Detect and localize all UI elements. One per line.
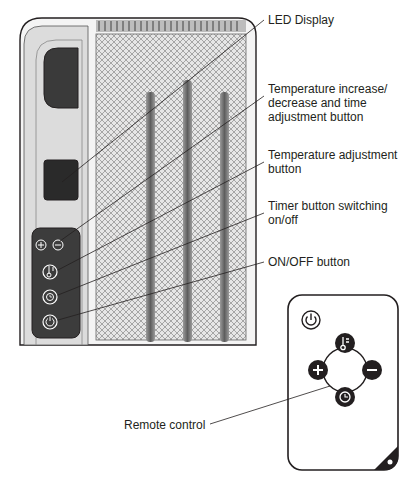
vent-slot	[200, 21, 201, 31]
plus-sign	[313, 365, 323, 375]
ir-window	[388, 460, 393, 465]
part-label: LED Display	[268, 13, 408, 27]
vent-slot	[122, 21, 123, 31]
heater-body	[20, 18, 256, 345]
heating-element	[220, 92, 229, 342]
vent-slot	[212, 21, 213, 31]
plus-sign	[38, 242, 44, 248]
remote-body	[288, 295, 398, 470]
plus-button	[36, 240, 46, 250]
clock-icon	[47, 294, 54, 301]
remote-corner	[374, 446, 398, 470]
leader-line	[58, 262, 264, 320]
thermometer-icon	[341, 337, 349, 350]
button-ring	[323, 348, 367, 392]
minus-sign	[367, 369, 377, 371]
vent-slot	[224, 21, 225, 31]
heating-element	[183, 80, 192, 342]
temperature-button	[43, 265, 57, 279]
vent-slot	[116, 21, 117, 31]
vent-slot	[146, 21, 147, 31]
vent-slot	[134, 21, 135, 31]
leader-line	[62, 20, 264, 182]
leader-line	[60, 96, 264, 241]
clock-icon	[340, 392, 350, 402]
vent-slot	[218, 21, 219, 31]
vent-slot	[158, 21, 159, 31]
thermometer-icon	[47, 266, 54, 277]
vent-slot	[206, 21, 207, 31]
plus-button	[308, 360, 328, 380]
vent-slot	[236, 21, 237, 31]
heater-housing	[20, 18, 256, 345]
vent-slot	[164, 21, 165, 31]
power-button	[302, 311, 320, 329]
vent-slot	[104, 21, 105, 31]
timer-button	[43, 290, 57, 304]
clock-hands	[345, 394, 348, 397]
part-label: Temperature adjustment button	[268, 148, 408, 176]
vent-slot	[152, 21, 153, 31]
control-column	[24, 26, 88, 345]
heating-element	[146, 92, 155, 342]
vent-slot	[110, 21, 111, 31]
vent-slot	[188, 21, 189, 31]
vent-slot	[176, 21, 177, 31]
vent-slot	[182, 21, 183, 31]
top-window	[44, 48, 78, 108]
vent-slot	[98, 21, 99, 31]
minus-button	[53, 240, 63, 250]
leader-line	[210, 386, 330, 424]
power-icon	[46, 317, 54, 326]
vent-slot	[194, 21, 195, 31]
part-label: Temperature increase/ decrease and time …	[268, 82, 408, 124]
power-button	[43, 315, 57, 329]
power-icon	[306, 314, 316, 326]
minus-sign	[55, 245, 61, 246]
part-label: Remote control	[124, 418, 208, 432]
led-display	[44, 160, 78, 200]
minus-button	[362, 360, 382, 380]
part-label: Timer button switching on/off	[268, 199, 408, 227]
vent-slot	[170, 21, 171, 31]
temperature-button	[335, 333, 355, 353]
timer-button	[335, 387, 355, 407]
clock-hands	[50, 295, 52, 297]
vent-slot	[128, 21, 129, 31]
top-vent	[96, 20, 246, 32]
leader-line	[58, 213, 264, 295]
vent-slot	[230, 21, 231, 31]
button-panel	[32, 228, 80, 338]
top-vent-slots	[99, 21, 237, 31]
remote-control	[288, 295, 398, 470]
vent-slot	[140, 21, 141, 31]
part-label: ON/OFF button	[268, 255, 408, 269]
